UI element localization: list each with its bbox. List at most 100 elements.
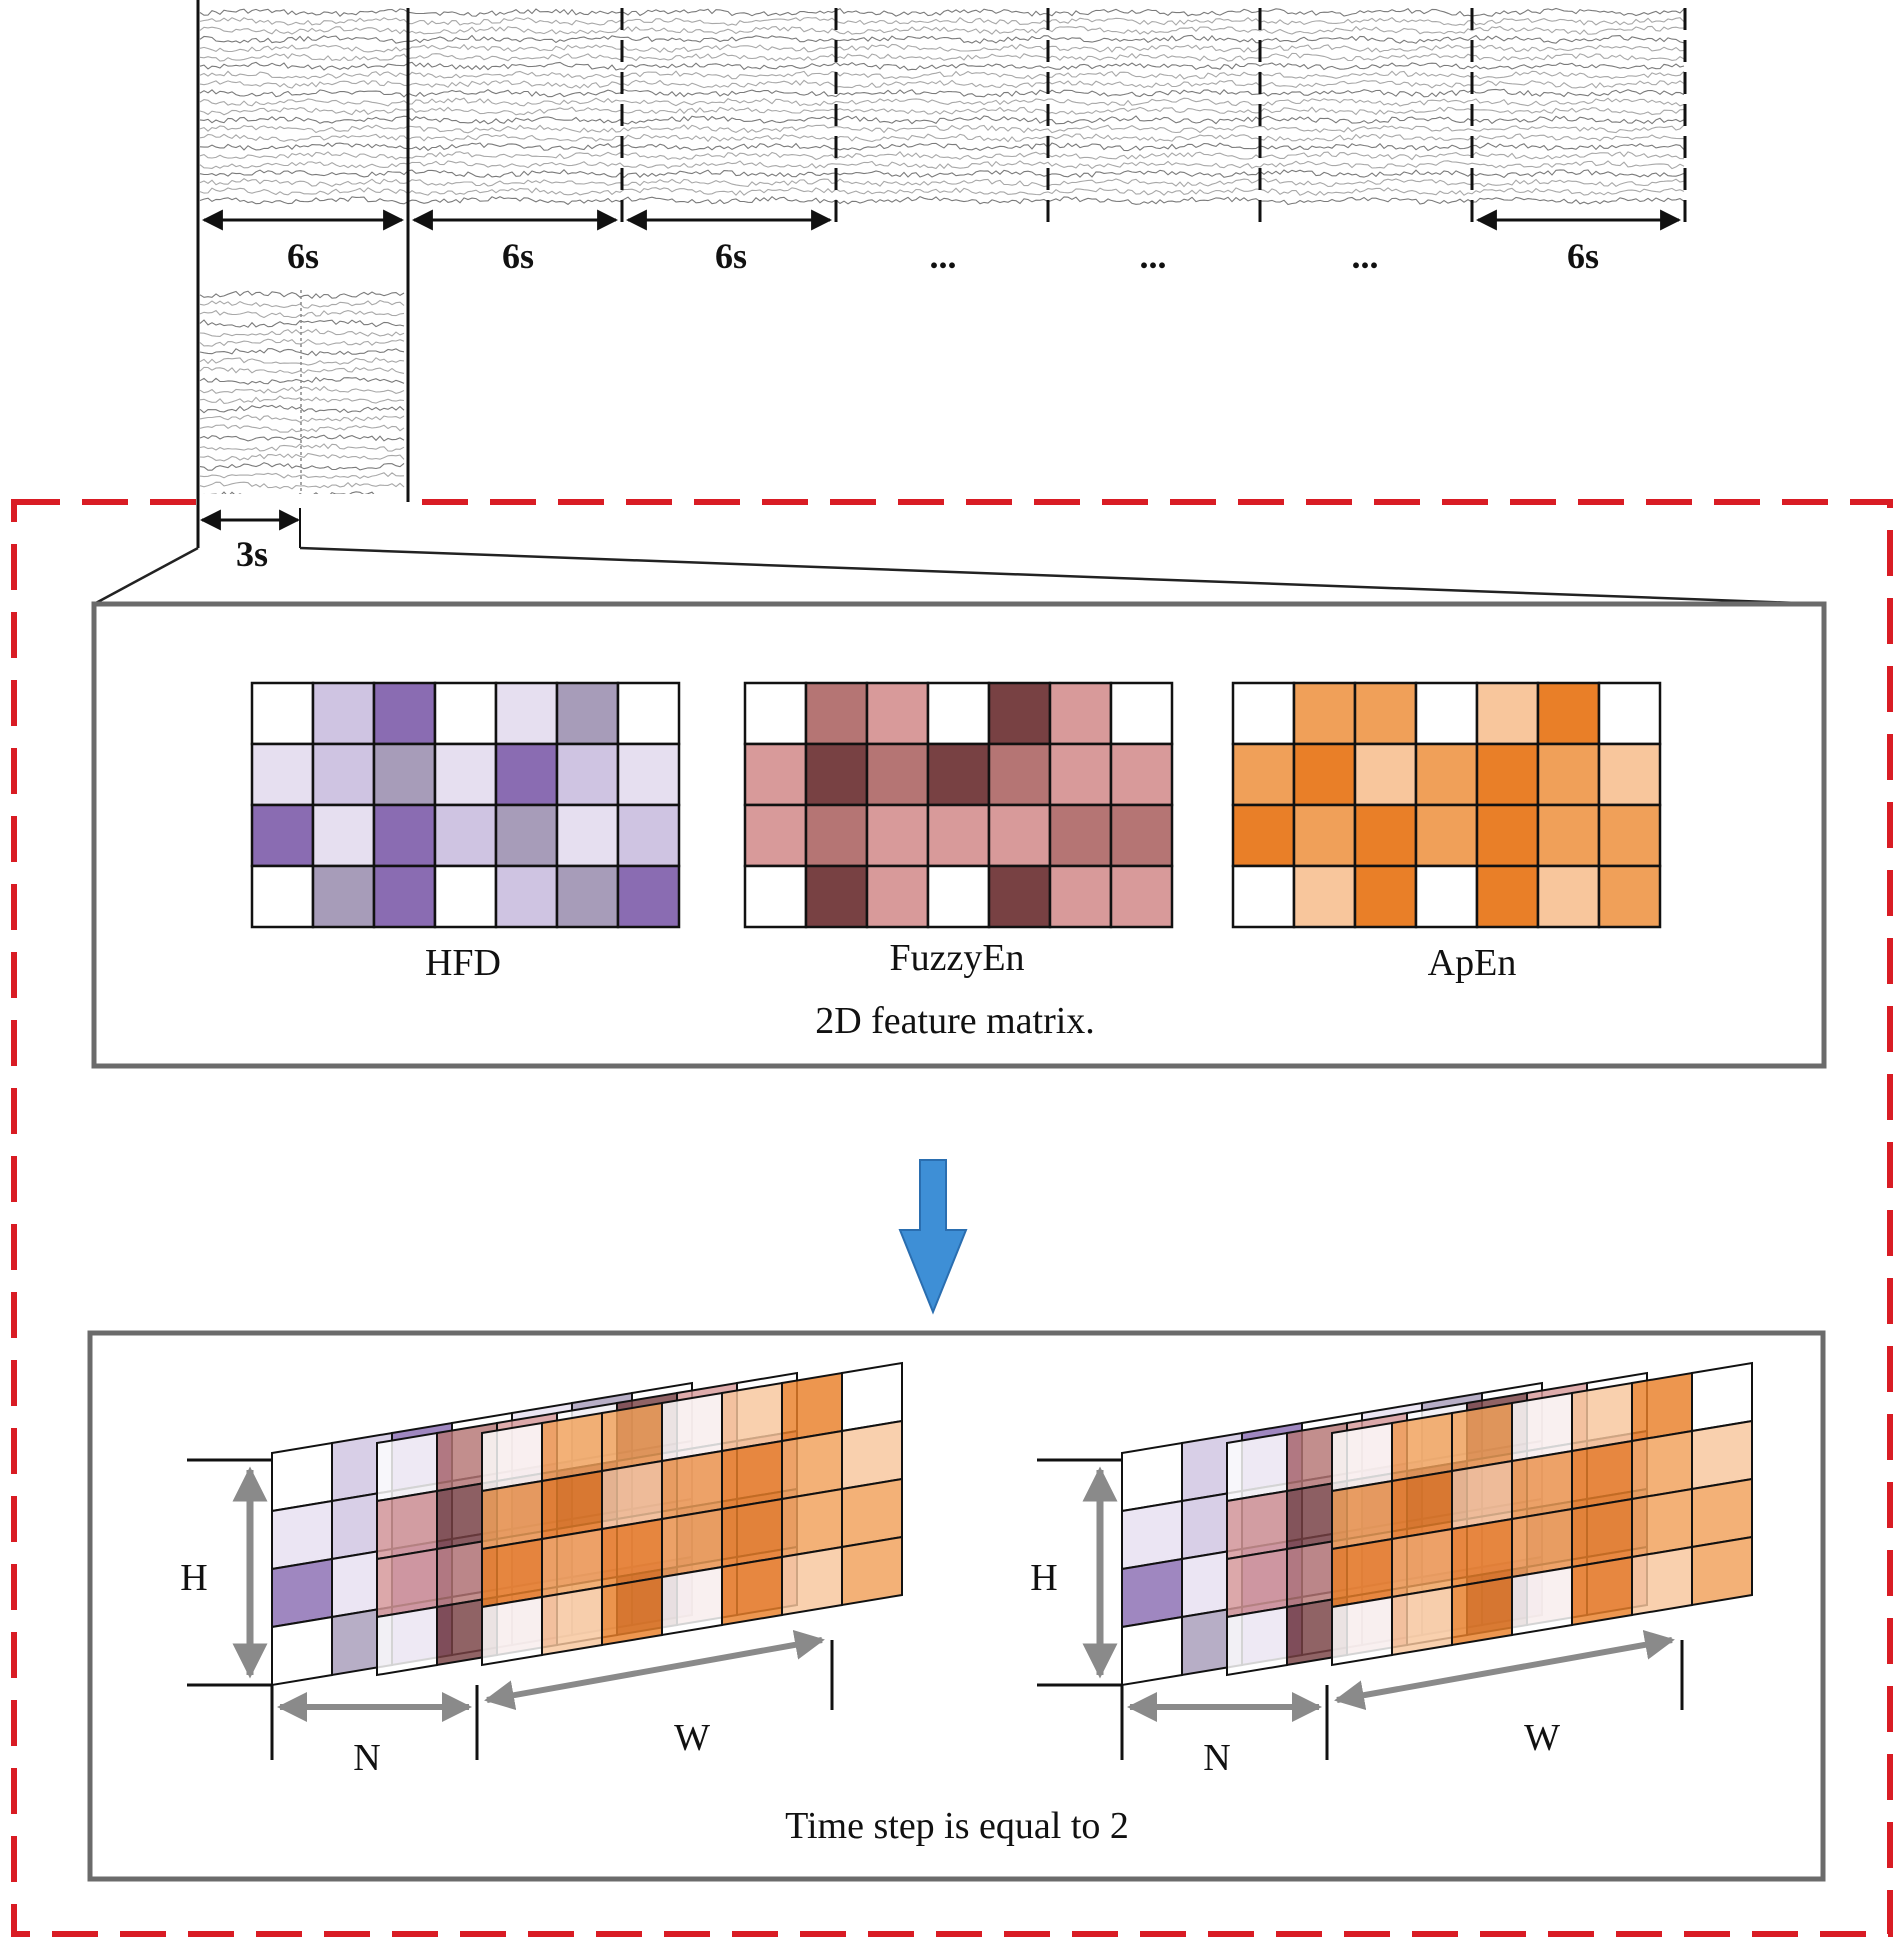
matrix-cell [616,742,681,807]
fuzzyen-label: FuzzyEn [889,937,1024,979]
eeg-trace [199,481,405,490]
matrix-cell [1353,864,1418,929]
eeg-trace [199,443,405,452]
matrix-cell [1475,681,1540,746]
matrix-cell [987,681,1052,746]
matrix-cell [1048,803,1113,868]
eeg-trace [199,187,1685,196]
eeg-trace [199,70,1685,80]
stack-cell [1226,1605,1288,1677]
stack-cell [1451,1517,1513,1589]
eeg-trace [199,160,1685,170]
stack-cell [376,1489,438,1561]
eeg-trace [199,106,1685,116]
matrix-cell [1475,864,1540,929]
stack-cell [271,1499,333,1571]
eeg-trace [199,52,1685,62]
matrix-cell [1231,864,1296,929]
matrix-cell [1475,803,1540,868]
matrix-cell [1414,681,1479,746]
matrix-cell [987,864,1052,929]
stack-cell [1226,1431,1288,1503]
stack-cell [376,1547,438,1619]
matrix-cell [926,681,991,746]
segment-label-5: ... [1140,236,1167,276]
matrix-cell [1353,742,1418,807]
eeg-trace [199,133,1684,143]
stack-cell [1571,1497,1633,1569]
eeg-trace [199,414,405,423]
stack-cell [1571,1439,1633,1511]
matrix-cell [494,864,559,929]
stack-cell [1391,1585,1453,1657]
stack-cell [1121,1441,1183,1513]
frame-gap [200,494,406,508]
segment-dividers [406,8,1687,224]
w-label: W [1524,1717,1560,1759]
eeg-trace [199,472,405,480]
segment-label-4: ... [930,236,957,276]
matrix-cell [1292,803,1357,868]
matrix-cell [1048,742,1113,807]
stack-cell [601,1401,663,1473]
matrix-cell [1414,742,1479,807]
w-arrow [1334,1629,1675,1711]
matrix-cell [804,864,869,929]
stack-cell [376,1605,438,1677]
matrix-cell [433,742,498,807]
eeg-trace [199,195,1685,206]
eeg-trace [199,88,1685,98]
stack-cell [1121,1557,1183,1629]
matrix-cell [1231,681,1296,746]
matrix-cell [1292,742,1357,807]
eeg-trace [199,299,405,309]
stack-cell [721,1555,783,1627]
segment-label-6: ... [1352,236,1379,276]
eeg-trace [199,376,405,385]
stack-cell [1391,1411,1453,1483]
matrix-cell [433,803,498,868]
eeg-trace [199,424,405,433]
stack-cell [1691,1477,1753,1549]
n-label: N [1203,1737,1230,1779]
eeg-trace [199,290,405,300]
matrix-cell [1597,742,1662,807]
matrix-cell [372,864,437,929]
stack-cell [541,1585,603,1657]
segment-label-1: 6s [287,236,319,276]
matrix-cell [372,681,437,746]
h-label: H [180,1557,207,1599]
feature-caption: 2D feature matrix. [815,1000,1095,1042]
eeg-trace [199,25,1684,35]
matrix-cell [555,803,620,868]
stack-cell [481,1479,543,1551]
stack-cell [541,1469,603,1541]
eeg-window-3s [199,290,405,500]
matrix-cell [494,681,559,746]
matrix-cell [372,803,437,868]
stack-cell [1331,1537,1393,1609]
stack-cell [841,1361,903,1433]
eeg-trace [199,309,405,319]
stack-cell [271,1615,333,1687]
matrix-cell [311,742,376,807]
stack-cell [481,1595,543,1667]
stack-cell [1631,1371,1693,1443]
matrix-cell [865,803,930,868]
stack-cell [661,1449,723,1521]
eeg-trace [199,319,405,328]
eeg-trace [199,366,405,374]
segment-label-2: 6s [502,236,534,276]
eeg-trace [199,43,1685,53]
stack-cell [721,1497,783,1569]
stack-cell [601,1517,663,1589]
stack-cell [841,1535,903,1607]
matrix-cell [1231,742,1296,807]
matrix-cell [865,742,930,807]
stack-cell [1691,1361,1753,1433]
matrix-cell [1109,681,1174,746]
eeg-trace [199,338,405,347]
stack-cell [271,1557,333,1629]
matrix-cell [1597,864,1662,929]
stack-cell [781,1545,843,1617]
